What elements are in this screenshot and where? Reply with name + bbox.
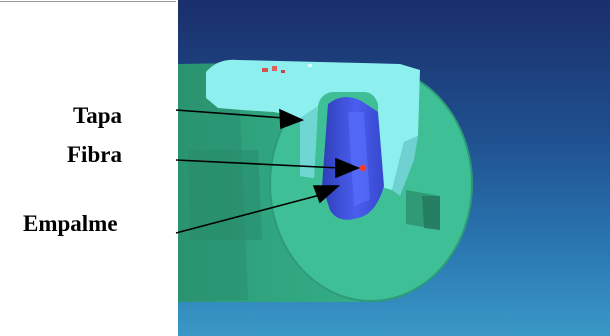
- label-empalme: Empalme: [23, 212, 118, 235]
- tapa-arrowhead: [280, 110, 302, 128]
- tapa-arrow-line: [176, 110, 284, 118]
- label-fibra: Fibra: [67, 143, 122, 166]
- empalme-arrowhead: [314, 186, 338, 202]
- fibra-arrow-line: [176, 160, 340, 168]
- label-tapa: Tapa: [73, 104, 122, 127]
- empalme-arrow-line: [176, 195, 320, 233]
- fibra-arrowhead: [336, 159, 358, 177]
